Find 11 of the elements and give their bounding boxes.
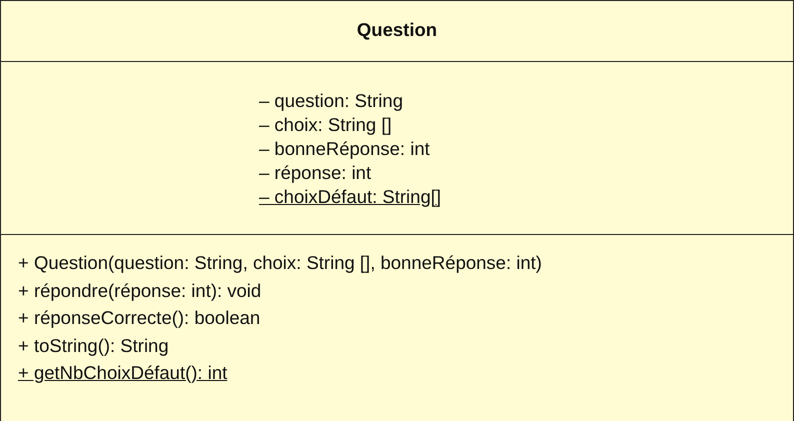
attribute-text: – réponse: int bbox=[259, 162, 372, 184]
attribute-text: – bonneRéponse: int bbox=[259, 138, 430, 160]
operation-text: + getNbChoixDéfaut(): int bbox=[18, 362, 228, 384]
operation-text: + répondre(réponse: int): void bbox=[18, 280, 262, 302]
operation-text: + toString(): String bbox=[18, 334, 169, 356]
operation-text: + réponseCorrecte(): boolean bbox=[18, 307, 260, 329]
attribute-text: – question: String bbox=[259, 90, 403, 112]
operation-text: + Question(question: String, choix: String [], bonneRéponse: int) bbox=[18, 252, 542, 274]
attribute-text: – choixDéfaut: String[] bbox=[259, 186, 442, 208]
attribute-text: – choix: String [] bbox=[259, 114, 392, 136]
class-name: Question bbox=[356, 19, 438, 41]
